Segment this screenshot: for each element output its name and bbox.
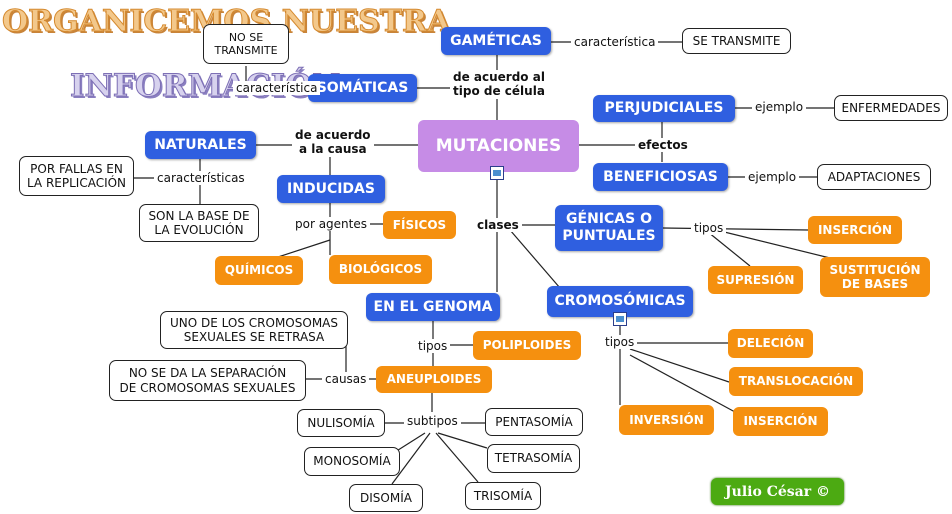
label-de-acuerdo-causa: de acuerdo a la causa [292, 128, 374, 157]
label-caracteristica-gameticas: característica [571, 35, 659, 50]
label-por-agentes: por agentes [292, 217, 371, 232]
label-causas: causas [322, 372, 370, 387]
node-biologicos[interactable]: BIOLÓGICOS [329, 255, 432, 284]
node-gameticas[interactable]: GAMÉTICAS [441, 27, 551, 55]
author-signature-badge: Julio César © [711, 478, 844, 505]
node-insercion-1[interactable]: INSERCIÓN [808, 216, 902, 244]
label-tipos-genicas: tipos [691, 221, 727, 236]
node-quimicos[interactable]: QUÍMICOS [215, 256, 303, 285]
node-sustitucion[interactable]: SUSTITUCIÓN DE BASES [820, 257, 930, 297]
node-mutaciones[interactable]: MUTACIONES [418, 120, 579, 172]
node-translocacion[interactable]: TRANSLOCACIÓN [729, 367, 863, 396]
node-por-fallas[interactable]: POR FALLAS EN LA REPLICACIÓN [19, 156, 134, 196]
node-perjudiciales[interactable]: PERJUDICIALES [593, 95, 735, 122]
node-no-se-transmite[interactable]: NO SE TRANSMITE [203, 24, 289, 64]
node-se-transmite[interactable]: SE TRANSMITE [682, 28, 791, 54]
label-de-acuerdo-celula: de acuerdo al tipo de célula [450, 70, 548, 99]
label-efectos: efectos [635, 138, 691, 153]
node-beneficiosas[interactable]: BENEFICIOSAS [593, 163, 728, 191]
node-naturales[interactable]: NATURALES [145, 131, 256, 159]
node-inducidas[interactable]: INDUCIDAS [277, 175, 385, 203]
node-enfermedades[interactable]: ENFERMEDADES [834, 95, 948, 121]
node-no-se-da[interactable]: NO SE DA LA SEPARACIÓN DE CROMOSOMAS SEX… [109, 360, 306, 401]
label-ejemplo-perjudiciales: ejemplo [752, 100, 807, 115]
node-uno-de-los[interactable]: UNO DE LOS CROMOSOMAS SEXUALES SE RETRAS… [160, 311, 348, 349]
node-cromosomicas[interactable]: CROMOSÓMICAS [547, 286, 693, 317]
label-caracteristica-somaticas: característica [233, 81, 321, 96]
node-somaticas[interactable]: SOMÁTICAS [308, 74, 417, 102]
node-monosomia[interactable]: MONOSOMÍA [304, 447, 400, 476]
node-aneuploides[interactable]: ANEUPLOIDES [376, 366, 492, 393]
node-delecion[interactable]: DELECIÓN [728, 329, 813, 358]
note-attachment-icon[interactable] [613, 312, 627, 326]
node-pentasomia[interactable]: PENTASOMÍA [485, 408, 583, 436]
node-genicas[interactable]: GÉNICAS O PUNTUALES [555, 205, 663, 251]
label-tipos-genoma: tipos [415, 339, 451, 354]
node-fisicos[interactable]: FÍSICOS [383, 211, 456, 239]
node-disomia[interactable]: DISOMÍA [349, 484, 423, 512]
node-inversion[interactable]: INVERSIÓN [619, 405, 714, 435]
node-trisomia[interactable]: TRISOMÍA [465, 482, 541, 510]
node-son-la-base[interactable]: SON LA BASE DE LA EVOLUCIÓN [139, 204, 259, 242]
label-caracteristicas: características [154, 171, 248, 186]
node-nulisomia[interactable]: NULISOMÍA [297, 409, 385, 437]
label-ejemplo-beneficiosas: ejemplo [745, 170, 800, 185]
node-en-el-genoma[interactable]: EN EL GENOMA [366, 293, 500, 321]
node-adaptaciones[interactable]: ADAPTACIONES [817, 164, 931, 190]
node-tetrasomia[interactable]: TETRASOMÍA [487, 444, 580, 473]
node-supresion[interactable]: SUPRESIÓN [708, 266, 803, 294]
image-attachment-icon[interactable] [490, 166, 504, 180]
label-clases: clases [474, 218, 522, 233]
label-subtipos: subtipos [404, 414, 461, 429]
node-poliploides[interactable]: POLIPLOIDES [473, 331, 581, 360]
node-insercion-2[interactable]: INSERCIÓN [733, 407, 828, 436]
label-tipos-cromosomicas: tipos [602, 335, 638, 350]
